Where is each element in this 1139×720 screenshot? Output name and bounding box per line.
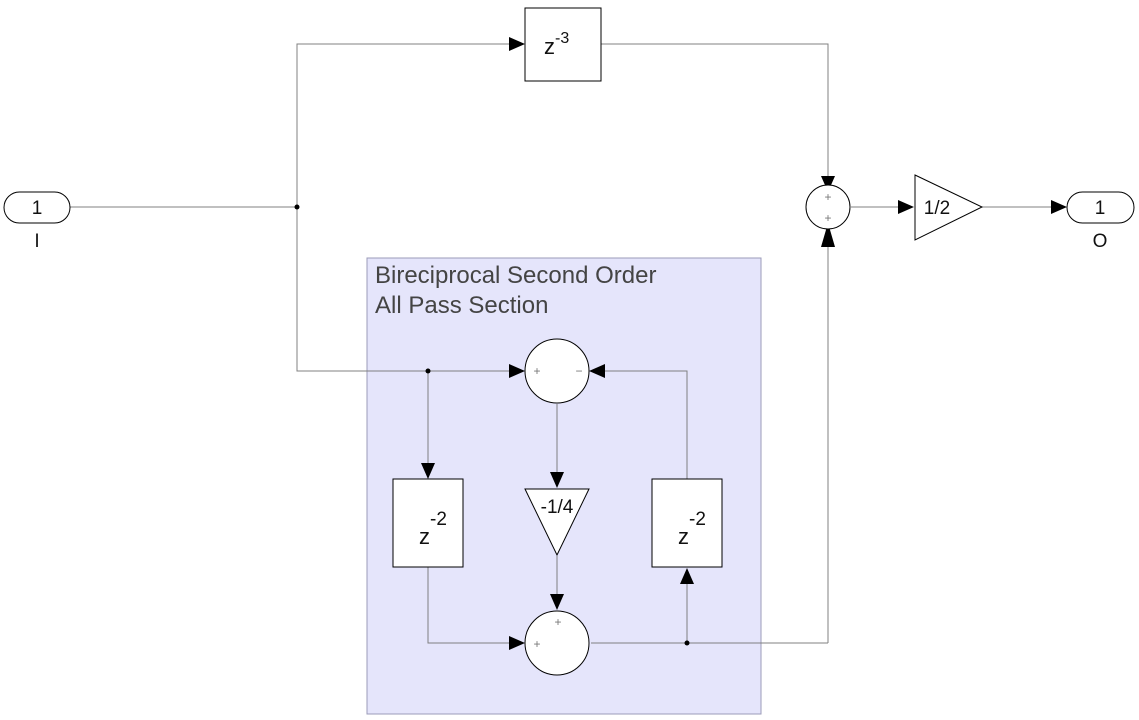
delay-top-shape[interactable]	[524, 7, 602, 82]
inport-block[interactable]: 1 I	[3, 191, 71, 252]
outport-number: 1	[1095, 198, 1106, 219]
gain-out-shape[interactable]	[914, 174, 984, 241]
line-to-delay-top[interactable]	[296, 43, 509, 207]
outport-label: O	[1093, 231, 1108, 252]
sum-top-sign-right: −	[575, 364, 582, 378]
arrow-to-gain-inner	[550, 472, 564, 488]
arrow-to-sum-out-bottom	[821, 223, 835, 247]
arrow-to-outport	[1051, 200, 1067, 214]
delay-right-z: z	[678, 524, 689, 549]
delay-left-shape[interactable]	[392, 478, 464, 568]
sum-out-block[interactable]: + +	[805, 184, 851, 230]
signal-lines	[70, 43, 1051, 644]
line-delay-top-to-sum[interactable]	[601, 43, 829, 176]
inport-label: I	[34, 231, 39, 252]
sum-top-sign-left: +	[533, 364, 540, 378]
branch-point-output	[684, 640, 690, 646]
line-to-sum-top[interactable]	[296, 207, 509, 372]
delay-left-exponent: -2	[430, 509, 447, 530]
arrow-to-delay-left	[421, 463, 435, 479]
arrow-to-sum-out-top	[821, 176, 835, 192]
arrow-to-sum-bottom-left	[509, 636, 525, 650]
sum-bottom-block[interactable]: + +	[524, 610, 590, 676]
sum-top-block[interactable]: + −	[524, 338, 590, 404]
delay-right-shape[interactable]	[651, 478, 723, 568]
gain-inner-value: -1/4	[541, 497, 574, 518]
arrow-to-sum-top-plus	[509, 364, 525, 378]
delay-right-block[interactable]: z-2	[651, 478, 723, 568]
sum-bottom-sign-top: +	[554, 615, 561, 629]
sum-out-sign-top: +	[824, 190, 831, 204]
arrow-to-delay-right	[680, 568, 694, 584]
arrow-to-delay-top	[509, 37, 525, 51]
sum-bottom-sign-left: +	[533, 637, 540, 651]
gain-out-value: 1/2	[924, 198, 950, 219]
line-feedback-to-sum[interactable]	[605, 370, 688, 479]
delay-top-z: z	[544, 34, 555, 59]
outport-block[interactable]: 1 O	[1066, 191, 1135, 252]
sum-bottom-shape[interactable]	[524, 610, 590, 676]
delay-right-exponent: -2	[689, 509, 706, 530]
sum-top-shape[interactable]	[524, 338, 590, 404]
gain-inner-block[interactable]: -1/4	[524, 488, 590, 557]
area-title-line1: Bireciprocal Second Order	[375, 262, 656, 289]
delay-top-block[interactable]: z-3	[524, 7, 602, 82]
arrow-to-sum-top-minus	[589, 364, 605, 378]
delay-left-z: z	[419, 524, 430, 549]
sum-out-shape[interactable]	[805, 184, 851, 230]
arrow-to-sum-bottom-top	[550, 594, 564, 610]
delay-top-base: z-3	[544, 30, 569, 59]
gain-inner-shape[interactable]	[524, 488, 590, 557]
delay-right-expr: z-2	[678, 509, 706, 549]
branch-point-inner	[425, 368, 431, 374]
gain-out-block[interactable]: 1/2	[914, 174, 984, 241]
inport-shape[interactable]	[3, 191, 71, 224]
inport-number: 1	[32, 198, 43, 219]
delay-left-block[interactable]: z-2	[392, 478, 464, 568]
area-title-line2: All Pass Section	[375, 292, 548, 319]
arrow-to-gain-out	[898, 200, 914, 214]
delay-left-expr: z-2	[419, 509, 447, 549]
branch-point-input	[294, 204, 300, 210]
sum-out-sign-bottom: +	[824, 211, 831, 225]
delay-top-exponent: -3	[555, 30, 569, 47]
outport-shape[interactable]	[1066, 191, 1135, 224]
arrowheads	[421, 37, 1067, 650]
line-delay-left-to-sum[interactable]	[427, 567, 509, 644]
